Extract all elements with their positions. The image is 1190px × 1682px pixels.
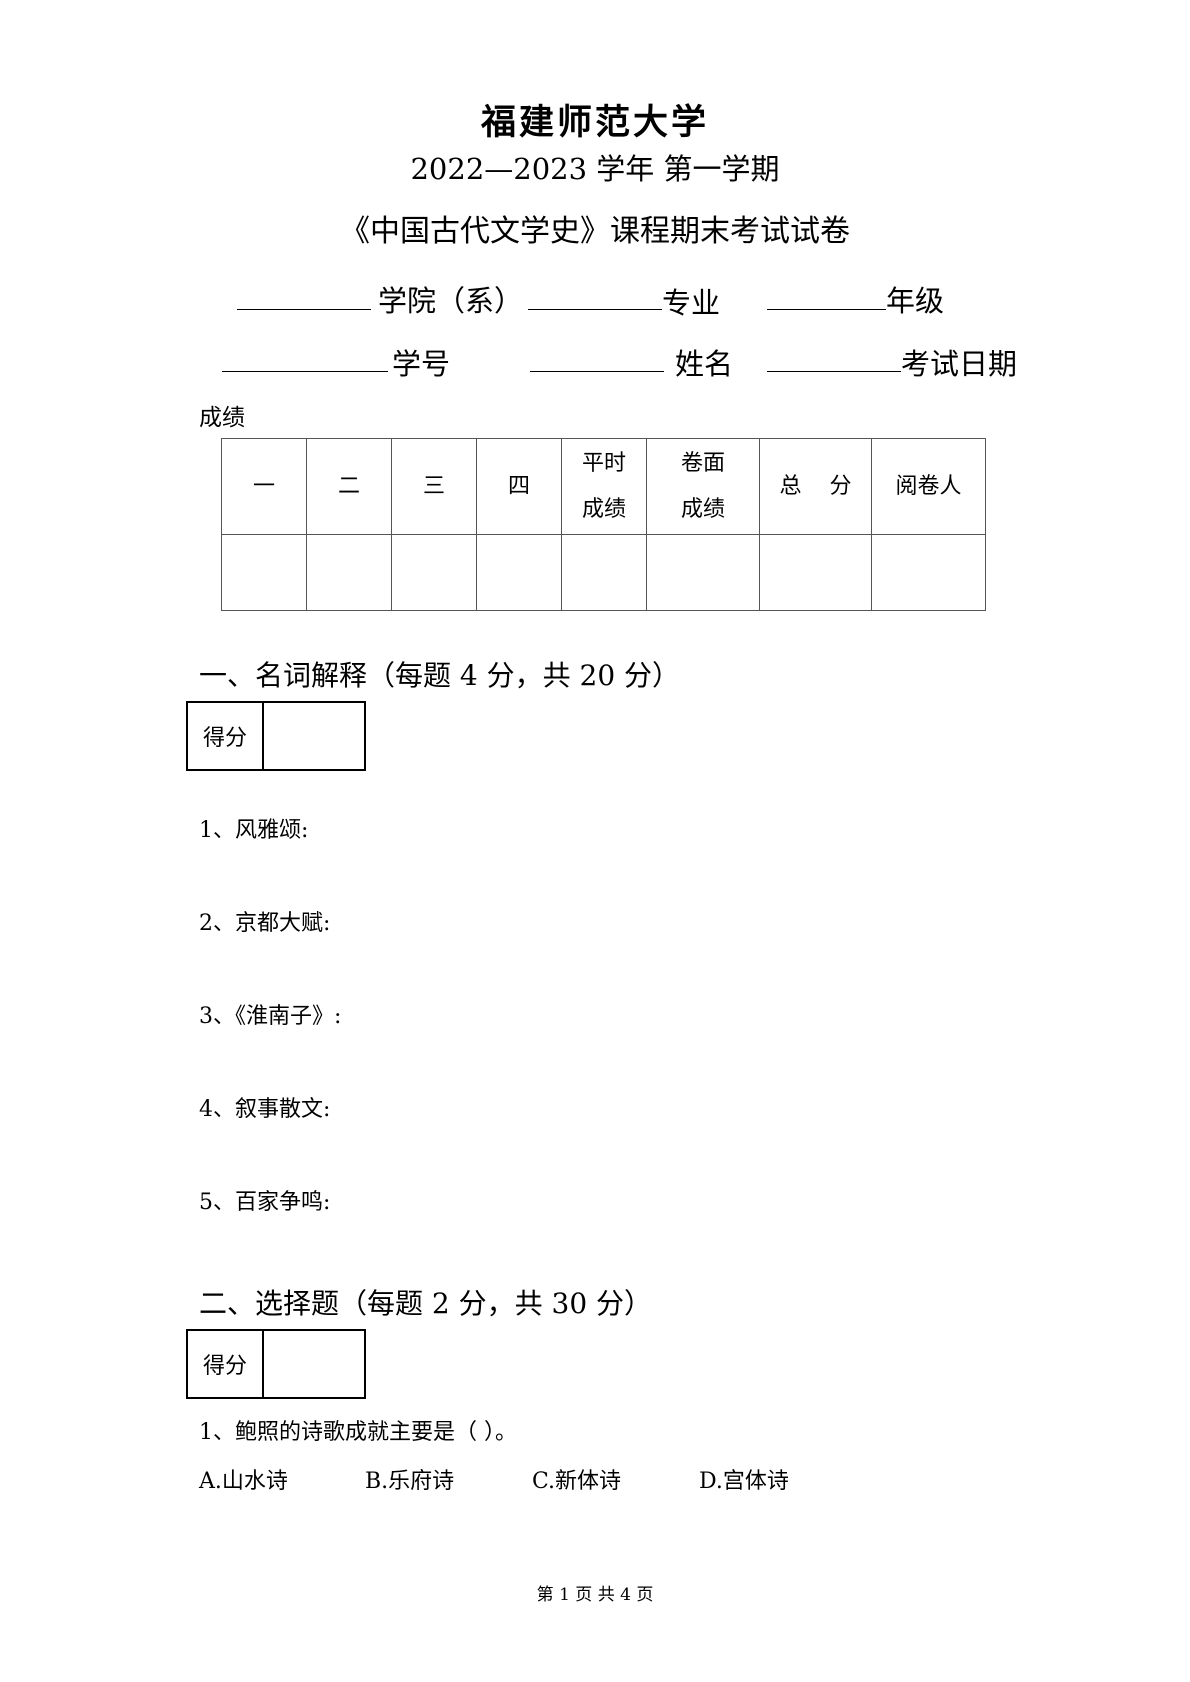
section1-question-2: 2、京都大赋:: [199, 911, 331, 936]
score-header-regular: 平时 成绩: [561, 438, 647, 535]
score-table-entry-row: [221, 534, 986, 611]
score-table-header-row: 一 二 三 四 平时 成绩 卷面 成绩 总 分 阅卷人: [221, 438, 986, 535]
academic-term: 2022—2023 学年 第一学期: [410, 152, 780, 186]
college-label: 学院（系）: [378, 284, 524, 318]
exam-date-label: 考试日期: [901, 347, 1018, 381]
name-blank: [530, 371, 664, 372]
student-id-blank: [222, 371, 388, 372]
section1-question-3: 3、《淮南子》:: [199, 1004, 342, 1029]
section1-score-box-entry[interactable]: [264, 703, 364, 769]
section2-score-box-label: 得分: [188, 1331, 264, 1397]
score-header-1: 一: [221, 438, 307, 535]
section2-score-box: 得分: [186, 1329, 366, 1399]
score-header-total: 总 分: [759, 438, 872, 535]
major-label: 专业: [662, 286, 721, 320]
score-header-grader: 阅卷人: [871, 438, 986, 535]
exam-date-blank: [767, 371, 901, 372]
section1-question-5: 5、百家争鸣:: [199, 1190, 331, 1215]
section1-heading: 一、名词解释（每题 4 分，共 20 分）: [199, 659, 681, 692]
score-cell[interactable]: [646, 534, 760, 611]
section1-score-box-label: 得分: [188, 703, 264, 769]
score-header-4: 四: [476, 438, 562, 535]
score-header-2: 二: [306, 438, 392, 535]
section2-question-1: 1、鲍照的诗歌成就主要是（ ）。: [199, 1420, 517, 1445]
university-name: 福建师范大学: [480, 102, 709, 143]
score-table: 一 二 三 四 平时 成绩 卷面 成绩 总 分 阅卷人: [221, 438, 986, 611]
option-c: C.新体诗: [532, 1469, 622, 1494]
major-blank: [528, 309, 662, 310]
score-header-3: 三: [391, 438, 477, 535]
score-header-paper: 卷面 成绩: [646, 438, 760, 535]
score-label: 成绩: [199, 405, 245, 431]
section1-question-4: 4、叙事散文:: [199, 1097, 331, 1122]
college-blank: [237, 309, 371, 310]
exam-title: 《中国古代文学史》课程期末考试试卷: [340, 214, 850, 249]
student-id-label: 学号: [392, 347, 451, 381]
score-cell[interactable]: [759, 534, 872, 611]
score-cell[interactable]: [561, 534, 647, 611]
name-label: 姓名: [675, 347, 734, 381]
score-cell[interactable]: [221, 534, 307, 611]
option-b: B.乐府诗: [365, 1469, 455, 1494]
section1-score-box: 得分: [186, 701, 366, 771]
page-footer: 第 1 页 共 4 页: [536, 1585, 654, 1605]
grade-label: 年级: [886, 284, 945, 318]
section2-score-box-entry[interactable]: [264, 1331, 364, 1397]
section1-question-1: 1、风雅颂:: [199, 818, 309, 843]
option-d: D.宫体诗: [699, 1469, 789, 1494]
score-cell[interactable]: [871, 534, 986, 611]
section2-heading: 二、选择题（每题 2 分，共 30 分）: [199, 1287, 653, 1320]
option-a: A.山水诗: [199, 1469, 288, 1494]
score-cell[interactable]: [391, 534, 477, 611]
score-cell[interactable]: [306, 534, 392, 611]
grade-blank: [767, 309, 886, 310]
score-cell[interactable]: [476, 534, 562, 611]
